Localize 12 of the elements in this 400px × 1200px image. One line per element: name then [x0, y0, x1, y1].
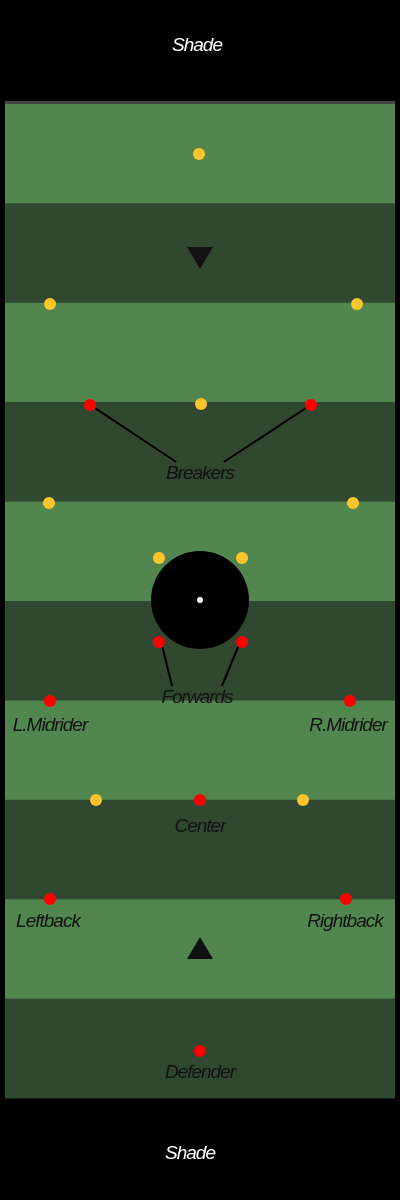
leader-line [220, 645, 240, 687]
position-label: Breakers [166, 462, 234, 484]
leader-line [161, 645, 174, 687]
position-label: Rightback [307, 910, 383, 932]
position-label: Leftback [16, 910, 80, 932]
heading: Shade [165, 1142, 215, 1164]
leader-line [94, 407, 178, 463]
position-label: Defender [164, 1061, 236, 1083]
position-label: L.Midrider [12, 714, 88, 736]
leader-line [222, 407, 307, 463]
position-label: R.Midrider [309, 714, 387, 736]
heading: Shade [172, 34, 222, 56]
